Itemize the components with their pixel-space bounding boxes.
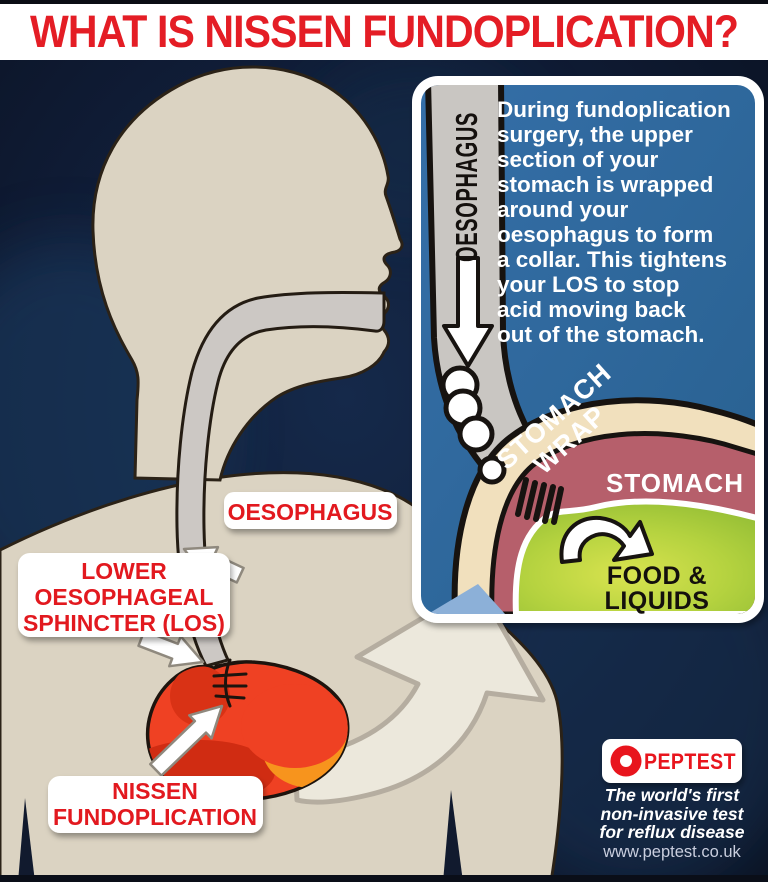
wrap-stitch-2: [524, 480, 538, 520]
wrap-stitch-4: [542, 484, 556, 524]
nissen-line2: FUNDOPLICATION: [53, 804, 257, 830]
tagline-line1: The world's first: [605, 785, 741, 805]
header-bar: WHAT IS NISSEN FUNDOPLICATION?: [0, 0, 768, 60]
wrap-stitch-5: [551, 486, 564, 525]
body-callouts: OESOPHAGUS LOWER OESOPHAGEAL SPHINCTER (…: [18, 492, 397, 833]
paragraph-line: oesophagus to form: [497, 222, 713, 247]
top-edge: [0, 0, 768, 5]
paragraph-line: a collar. This tightens: [497, 247, 727, 272]
shirt-crease-right: [443, 790, 463, 882]
inset-panel: OESOPHAGUS During fundoplication surgery…: [412, 76, 764, 623]
peptest-logo: PEPTEST: [602, 739, 742, 783]
wrap-stitch-1: [515, 477, 529, 517]
stomach-highlight-red: [241, 684, 348, 768]
stitch-4: [214, 694, 246, 700]
stitch-1: [214, 660, 246, 668]
paragraph-line: out of the stomach.: [497, 322, 705, 347]
pointer-arrow-los: [137, 629, 205, 668]
peptest-branding: PEPTEST The world's first non-invasive t…: [600, 739, 745, 861]
peptest-wordmark: PEPTEST: [644, 749, 736, 774]
inset-oesophagus-label: OESOPHAGUS: [449, 112, 484, 262]
paragraph-line: section of your: [497, 147, 659, 172]
peptest-url: www.peptest.co.uk: [602, 843, 741, 861]
paragraph-line: stomach is wrapped: [497, 172, 713, 197]
food-line2: LIQUIDS: [605, 587, 710, 615]
los-line3: SPHINCTER (LOS): [23, 610, 225, 636]
paragraph-line: your LOS to stop: [497, 272, 680, 297]
head-profile: [91, 65, 404, 482]
paragraph-line: around your: [497, 197, 628, 222]
food-bolus-4: [477, 455, 507, 485]
paragraph-line: surgery, the upper: [497, 122, 693, 147]
peptest-donut-hole: [620, 755, 632, 767]
los-line2: OESOPHAGEAL: [35, 584, 214, 610]
label-box-nissen: NISSEN FUNDOPLICATION: [48, 776, 263, 833]
food-bolus-circles: [440, 365, 507, 485]
food-liquids-label: FOOD & LIQUIDS: [605, 562, 710, 615]
fundoplication-stitches: [212, 658, 248, 708]
shirt-crease-left: [18, 798, 35, 882]
paragraph-line: During fundoplication: [497, 97, 731, 122]
label-box-oesophagus: OESOPHAGUS: [224, 492, 397, 529]
stitch-2: [212, 672, 248, 678]
paragraph-line: acid moving back: [497, 297, 686, 322]
inset-stomach-label: STOMACH: [606, 468, 744, 498]
flow-arrow-icon: [559, 515, 654, 564]
wrap-stitch-3: [533, 482, 547, 522]
tagline-line2: non-invasive test: [601, 804, 745, 824]
header-background: [0, 4, 768, 60]
arrow-echo-triangle: [428, 584, 505, 614]
oesophagus-label-text: OESOPHAGUS: [228, 499, 393, 525]
inset-wrap-stitches: [515, 477, 564, 525]
inset-paragraph: During fundoplication surgery, the upper…: [497, 97, 731, 347]
bottom-edge: [0, 875, 768, 882]
los-line1: LOWER: [81, 558, 167, 584]
magnifier-arrow: [292, 582, 546, 805]
nissen-line1: NISSEN: [112, 778, 198, 804]
food-bolus-3: [457, 415, 495, 453]
tagline-line3: for reflux disease: [600, 822, 745, 842]
page-title: WHAT IS NISSEN FUNDOPLICATION?: [30, 6, 738, 57]
pointer-arrow-nissen: [149, 704, 224, 777]
food-line1: FOOD &: [607, 562, 707, 590]
label-box-los: LOWER OESOPHAGEAL SPHINCTER (LOS): [18, 553, 230, 637]
down-arrow-icon: [442, 256, 494, 368]
